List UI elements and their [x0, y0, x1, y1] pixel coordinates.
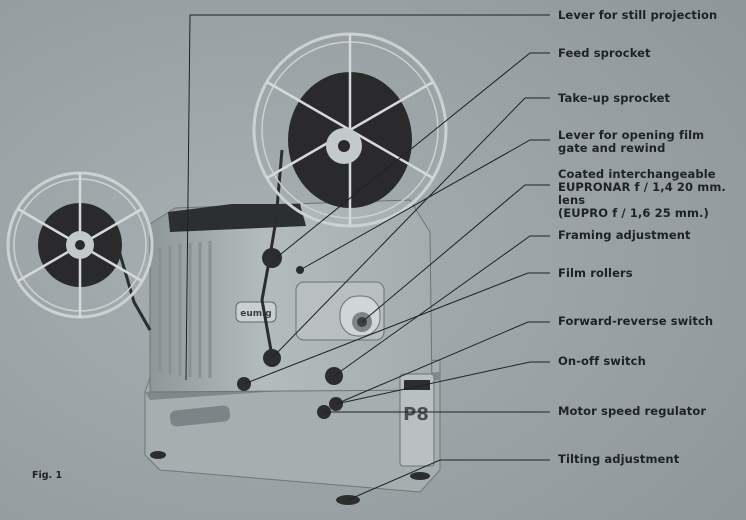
- label-motor-speed-regulator: Motor speed regulator: [558, 404, 707, 418]
- leader-rollers: [243, 272, 550, 385]
- model-panel: [399, 373, 435, 467]
- label-framing-adjustment: Framing adjustment: [558, 228, 691, 242]
- label-forward-reverse-switch: Forward-reverse switch: [558, 314, 714, 328]
- leader-gate: [299, 139, 550, 271]
- leader-still: [185, 14, 550, 381]
- leader-framing: [333, 235, 550, 377]
- label-feed-sprocket: Feed sprocket: [558, 46, 651, 60]
- feed-sprocket: [262, 248, 282, 268]
- leader-lens: [361, 184, 550, 323]
- feed-reel: [252, 32, 448, 228]
- leader-feed: [275, 52, 550, 259]
- leader-tilt: [347, 459, 550, 501]
- label-tilting-adjustment: Tilting adjustment: [558, 452, 680, 466]
- leader-fwdrev: [335, 321, 550, 405]
- figure-caption: Fig. 1: [32, 470, 63, 481]
- label-still-projection-lever: Lever for still projection: [558, 8, 718, 22]
- label-film-rollers: Film rollers: [558, 266, 633, 280]
- label-takeup-sprocket: Take-up sprocket: [558, 91, 671, 105]
- leader-onoff: [335, 361, 550, 405]
- takeup-reel: [6, 171, 154, 319]
- label-on-off-switch: On-off switch: [558, 354, 646, 368]
- brand-text: eumig: [240, 309, 271, 319]
- leader-lines: [185, 14, 550, 501]
- leader-takeup: [271, 97, 550, 359]
- label-lens: Coated interchangeable EUPRONAR f / 1,4 …: [558, 167, 726, 220]
- model-text: P8: [403, 404, 429, 425]
- label-film-gate-lever: Lever for opening film gate and rewind: [558, 128, 705, 155]
- projector-housing: eumig P8: [149, 199, 435, 467]
